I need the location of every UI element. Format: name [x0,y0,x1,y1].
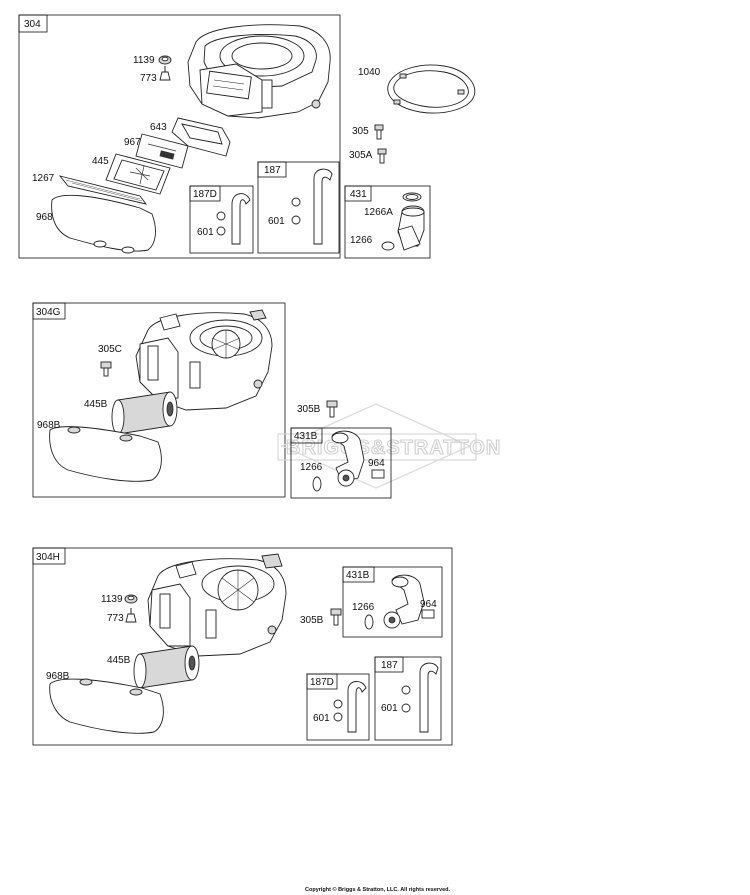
bracket-643 [171,117,231,157]
label-1266-431: 1266 [350,235,373,246]
label-601-187-h: 601 [381,703,398,714]
gasket-1266 [381,241,395,251]
label-305b-h: 305B [300,615,324,626]
label-305a: 305A [349,150,373,161]
air-filter-445b-g [111,391,178,435]
section-304g: 304G 305C 445B [32,302,286,498]
air-filter-445b-h [133,645,200,689]
pin-773 [159,66,171,81]
label-1040: 1040 [358,67,381,78]
subassembly-187d-h-label: 187D [310,677,334,688]
label-601-187: 601 [268,216,285,227]
screw-305 [374,124,384,140]
label-305c: 305C [98,344,122,355]
subassembly-187-h-label: 187 [381,660,398,671]
tube-187 [313,168,333,245]
tube-187d [231,193,251,245]
cover-968b-h [49,678,164,734]
section-431: 431 1266A 1266 [344,185,431,259]
subassembly-187d-h: 187D 601 [306,673,370,741]
label-773-h: 773 [107,613,124,624]
subassembly-187d-h-frame [306,673,370,741]
section-304g-label: 304G [36,307,61,318]
screw-305c [100,361,112,377]
subassembly-187: 187 601 [257,161,340,254]
screw-305a [377,148,387,164]
cover-968b-g [49,426,162,482]
section-304-label: 304 [24,19,41,30]
tube-187d-h [347,681,367,733]
subassembly-187d-frame [189,185,254,254]
part-964-mid [371,469,385,479]
pre-cleaner-1267 [58,175,148,205]
label-1266a: 1266A [364,207,393,218]
subassembly-431b-h-label: 431B [346,570,370,581]
subassembly-187d-label: 187D [193,189,217,200]
part-964-h [421,609,435,619]
section-431b-mid-frame [290,427,392,499]
label-968: 968 [36,212,53,223]
label-601-187d-h: 601 [313,713,330,724]
label-445: 445 [92,156,109,167]
label-967: 967 [124,137,141,148]
blower-housing-304g [135,309,273,411]
section-304-tag [18,14,48,33]
elbow-431b-mid [331,430,365,487]
subassembly-187-label: 187 [264,165,281,176]
section-431-label: 431 [350,189,367,200]
label-1139: 1139 [133,55,155,66]
subassembly-187-frame [257,161,340,254]
label-445b-g: 445B [84,399,108,410]
label-1266-mid: 1266 [300,462,323,473]
copyright-notice: Copyright © Briggs & Stratton, LLC. All … [305,886,451,893]
air-cleaner-cover-968 [51,194,156,254]
subassembly-187-h-frame [374,656,442,741]
label-968b-h: 968B [46,671,70,682]
pin-773-h [125,608,137,623]
section-304-frame [18,14,341,259]
label-1267: 1267 [32,173,55,184]
ring-group: 1040 305 305A [349,64,476,164]
brand-watermark: BRIGGS&STRATTON [277,403,501,489]
label-643: 643 [150,122,167,133]
decal-967 [135,133,189,169]
label-305b-mid: 305B [297,404,321,415]
section-304: 304 1139 773 643 [18,14,341,259]
section-304h-label: 304H [36,552,60,563]
gasket-1266-h [364,614,374,630]
screw-305b-h [330,608,342,626]
label-968b-g: 968B [37,420,61,431]
section-304h-frame [32,547,453,746]
label-1266-h: 1266 [352,602,375,613]
air-filter-445 [105,153,171,195]
section-304h: 304H 1139 773 445B [32,547,453,746]
screw-305b-mid [326,400,338,418]
gasket-1266-mid [312,476,322,492]
blower-housing-304h [147,553,287,657]
subassembly-431b-h-frame [342,566,443,638]
section-431-frame [344,185,431,259]
label-964-mid: 964 [368,458,385,469]
label-773: 773 [140,73,157,84]
elbow-431b-h [383,574,425,629]
blower-housing-304 [187,24,331,119]
subassembly-187d: 187D 601 [189,185,254,254]
label-601-187d: 601 [197,227,214,238]
elbow-431 [397,205,425,251]
tube-187-h [419,662,439,733]
section-431b-mid: 431B 1266 964 [290,427,392,499]
label-445b-h: 445B [107,655,131,666]
watermark-text: BRIGGS&STRATTON [286,437,501,459]
label-305: 305 [352,126,369,137]
section-431b-mid-label: 431B [294,431,318,442]
label-964-h: 964 [420,599,437,610]
subassembly-187-h: 187 601 [374,656,442,741]
section-304g-frame [32,302,286,498]
subassembly-431b-h: 431B 1266 964 [342,566,443,638]
label-1139-h: 1139 [101,594,123,605]
